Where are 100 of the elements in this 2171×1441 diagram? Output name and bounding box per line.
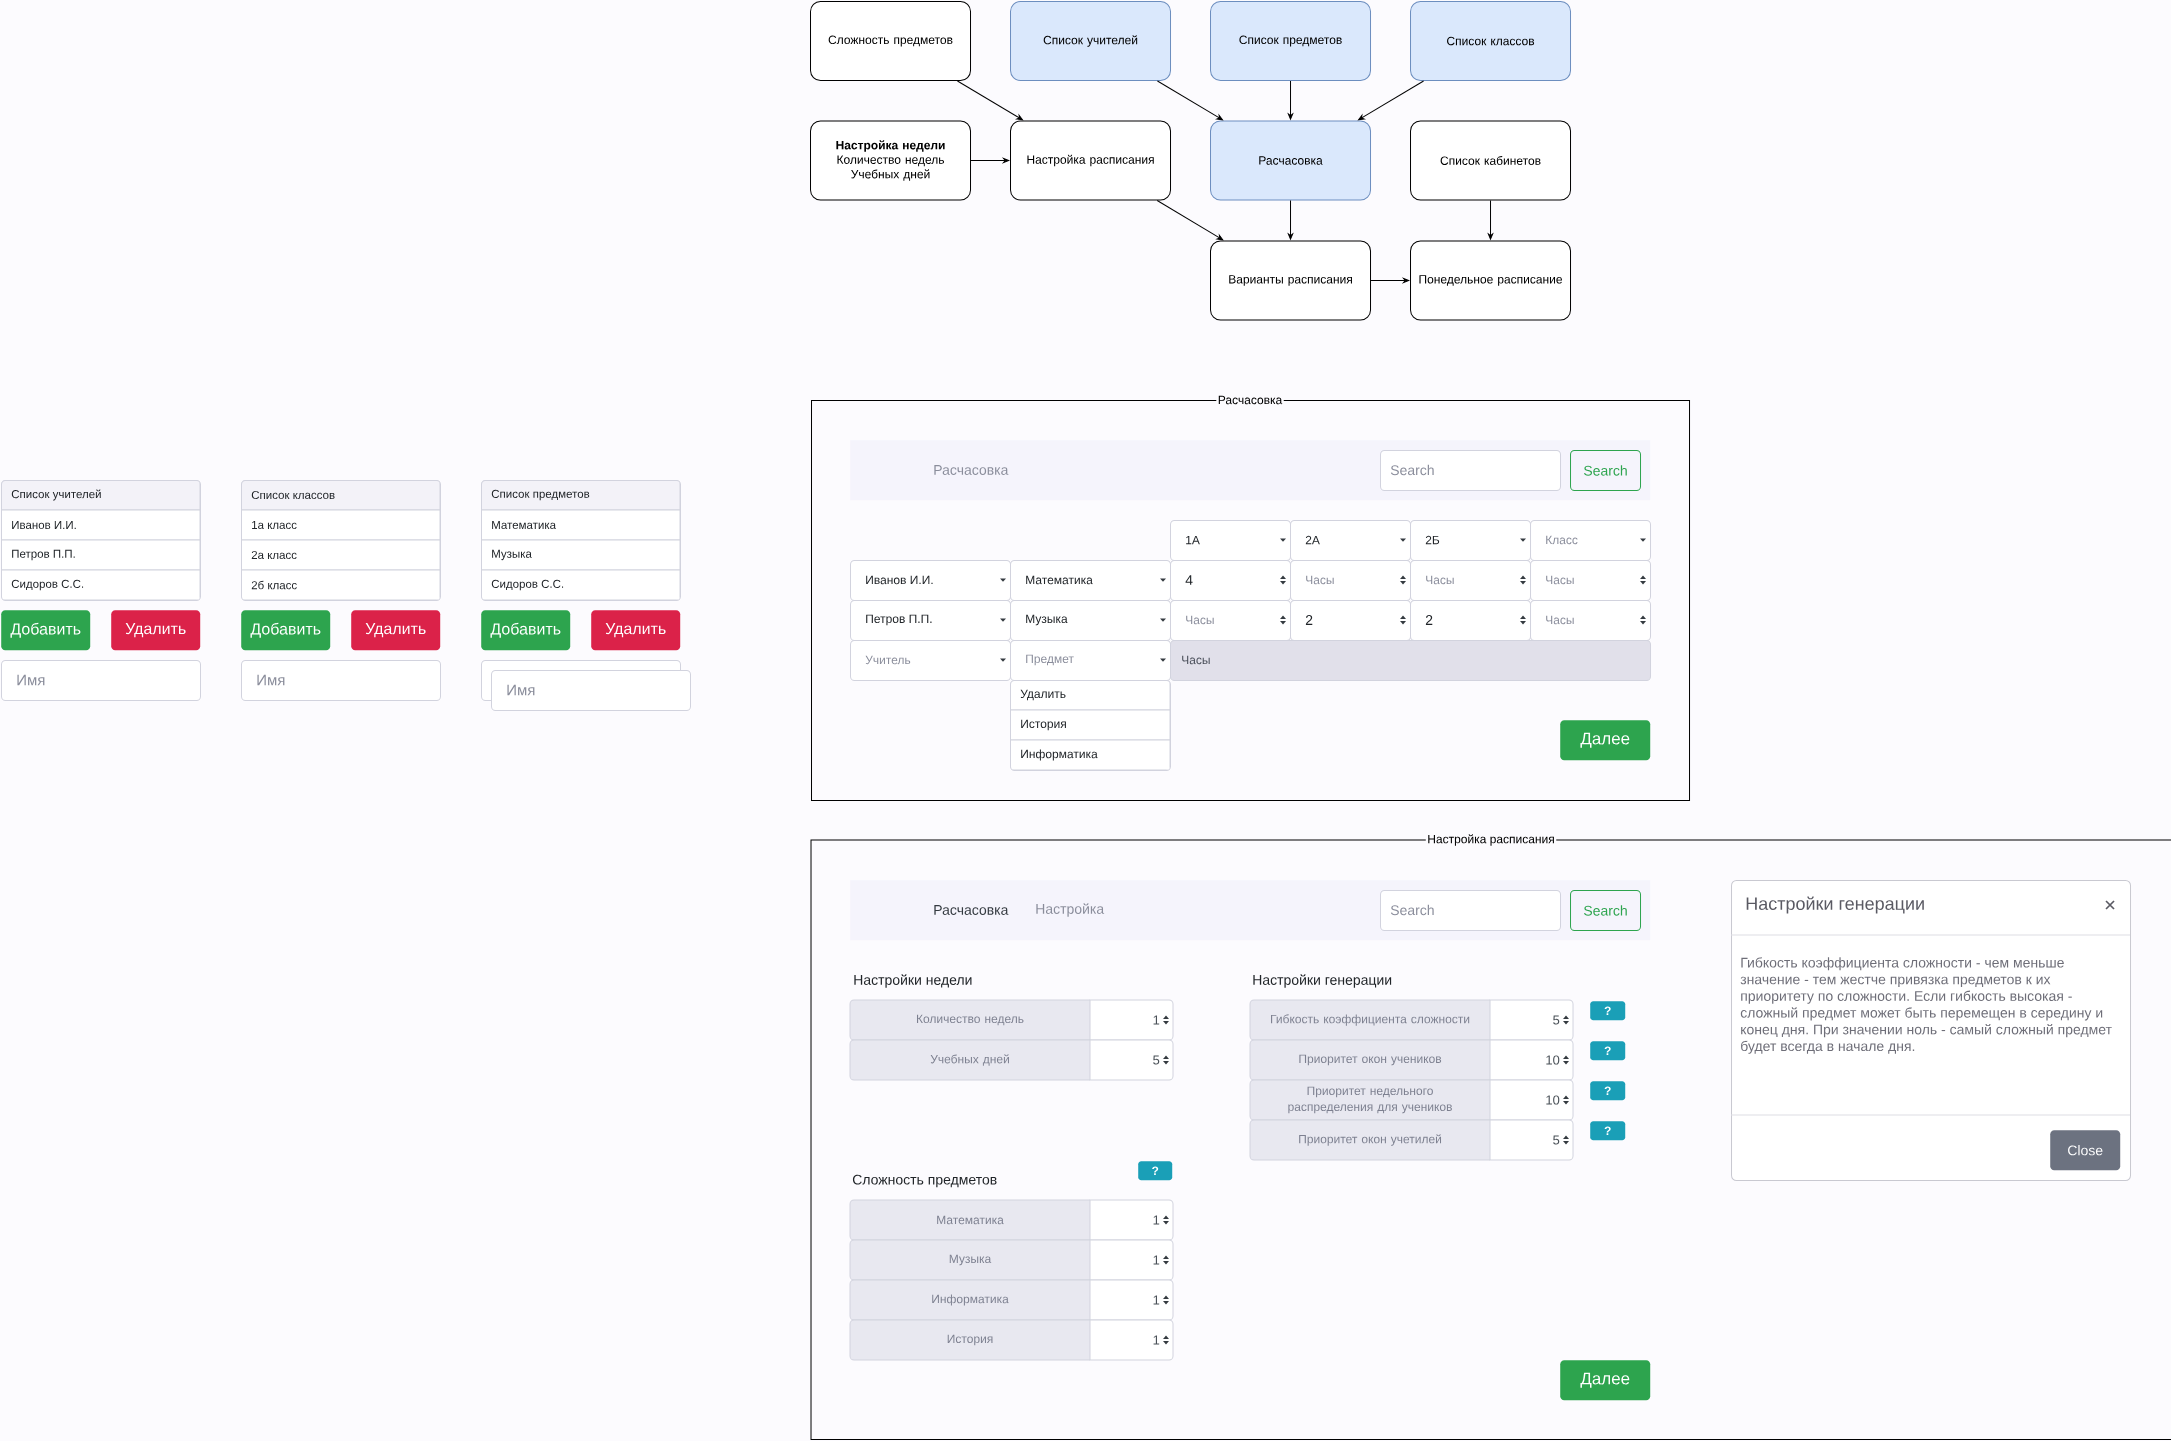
number-field: 1 — [1089, 1199, 1174, 1241]
number-field: 5 — [1489, 1119, 1574, 1161]
help-button: ? — [1590, 1001, 1626, 1021]
node-label: Количество недель — [916, 1014, 1024, 1026]
process-box: Варианты расписания — [1210, 240, 1371, 321]
input-label: Приоритет окон учеников — [1249, 1039, 1491, 1081]
number-field: Часы — [1410, 560, 1531, 601]
input-field: Search — [1380, 450, 1561, 491]
list-item: Музыка — [481, 539, 680, 571]
number-field: 1 — [1089, 1239, 1174, 1281]
number-field: 2 — [1410, 600, 1531, 641]
list-header: Список предметов — [481, 480, 680, 511]
menu-item: История — [1010, 709, 1170, 741]
nav-link: Настройка — [1036, 903, 1105, 917]
input-field: Имя — [1, 660, 201, 701]
menu-item: Информатика — [1010, 739, 1170, 770]
arrow — [1156, 200, 1224, 241]
button: Далее — [1560, 720, 1651, 761]
button: Search — [1570, 450, 1641, 491]
input-label: Приоритет окон учетилей — [1249, 1119, 1491, 1161]
number-field: Часы — [1170, 600, 1291, 641]
select-field: Музыка — [1010, 600, 1171, 641]
number-field: 5 — [1089, 1039, 1174, 1081]
list-header: Список классов — [241, 480, 440, 511]
menu-item: Удалить — [1010, 680, 1170, 711]
process-box: Список учителей — [1010, 1, 1171, 81]
process-box: Список кабинетов — [1410, 120, 1571, 201]
node-label: Информатика — [932, 1294, 1009, 1306]
button: Далее — [1560, 1360, 1651, 1401]
button: Удалить — [111, 610, 201, 651]
select-field: 2А — [1290, 520, 1411, 561]
button: Добавить — [1, 610, 91, 651]
help-button: ? — [1590, 1041, 1626, 1061]
arrow — [956, 80, 1023, 121]
node-label: Математика — [937, 1215, 1004, 1225]
number-field: 10 — [1489, 1079, 1574, 1121]
number-field: 4 — [1170, 560, 1291, 601]
select-field: Предмет — [1010, 640, 1171, 681]
number-field: 1 — [1089, 999, 1174, 1041]
list-item: 1а класс — [241, 509, 440, 541]
list-item: 2б класс — [241, 569, 440, 600]
process-box: Список предметов — [1210, 1, 1371, 81]
input-label: История — [849, 1319, 1091, 1361]
number-field: Часы — [1530, 600, 1651, 641]
input-label: Информатика — [849, 1279, 1091, 1321]
list-item: Сидоров С.С. — [1, 569, 200, 600]
list-item: 2а класс — [241, 539, 440, 571]
node-label: Гибкость коэффициента сложности — [1271, 1014, 1470, 1026]
process-box: Понедельное расписание — [1410, 240, 1571, 321]
list-item: Математика — [481, 509, 680, 541]
help-button: ? — [1138, 1161, 1173, 1181]
input-field: Часы — [1170, 640, 1651, 681]
arrow — [970, 157, 1010, 164]
help-button: ? — [1590, 1121, 1626, 1141]
select-field: Класс — [1530, 520, 1651, 561]
modal-title: Настройки генерации — [1746, 896, 1924, 914]
list-item: Иванов И.И. — [1, 509, 200, 541]
button: Удалить — [351, 610, 441, 651]
select-field: Математика — [1010, 560, 1171, 601]
input-label: Приоритет недельного распределения для учеников — [1249, 1079, 1491, 1121]
arrow — [1487, 200, 1494, 240]
button: Добавить — [481, 610, 571, 651]
number-field: 10 — [1489, 1039, 1574, 1081]
arrow — [1358, 80, 1425, 121]
list-item: Сидоров С.С. — [481, 569, 680, 600]
help-button: ? — [1590, 1081, 1626, 1101]
number-field: 5 — [1489, 999, 1574, 1041]
input-field: Имя — [491, 670, 691, 711]
number-field: Часы — [1290, 560, 1411, 601]
list-item: Петров П.П. — [1, 539, 200, 571]
input-label: Количество недель — [849, 999, 1091, 1041]
select-field: Учитель — [850, 640, 1011, 681]
list-header: Список учителей — [1, 480, 200, 511]
input-label: Математика — [849, 1199, 1091, 1241]
select-field: Петров П.П. — [850, 600, 1011, 641]
arrow — [1287, 80, 1294, 120]
button: Search — [1570, 890, 1641, 931]
arrow — [1370, 277, 1410, 284]
process-box: Настройка расписания — [1010, 120, 1171, 201]
button: Close — [2050, 1130, 2121, 1171]
select-field: 1А — [1170, 520, 1291, 561]
number-field: 2 — [1290, 600, 1411, 641]
button: Удалить — [591, 610, 681, 651]
input-field: Имя — [241, 660, 441, 701]
select-field: Иванов И.И. — [850, 560, 1011, 601]
process-box: Настройка недели Количество недель Учебных дней — [810, 120, 971, 201]
input-label: Учебных дней — [849, 1039, 1091, 1081]
number-field: 1 — [1089, 1319, 1174, 1361]
nav-link: Расчасовка — [934, 905, 1009, 915]
nav-link: Расчасовка — [934, 465, 1009, 475]
node-label: Настройка расписания — [1428, 834, 1554, 846]
number-field: Часы — [1530, 560, 1651, 601]
number-field: 1 — [1089, 1279, 1174, 1321]
node-label: Музыка — [949, 1254, 992, 1266]
input-label: Музыка — [849, 1239, 1091, 1281]
modal-text: Гибкость коэффициента сложности - чем меньше значение - тем жестче привязка предметов к их приоритету по сложности. Если гибкость высокая - сложный предмет может быть перемещен в середину и конец дня. При значении ноль - самый сложный предмет будет всегда в начале дня. — [1740, 957, 2112, 1054]
input-field: Search — [1380, 890, 1561, 931]
input-label: Гибкость коэффициента сложности — [1249, 999, 1491, 1041]
arrow — [1287, 200, 1294, 240]
process-box: Сложность предметов — [810, 1, 971, 81]
